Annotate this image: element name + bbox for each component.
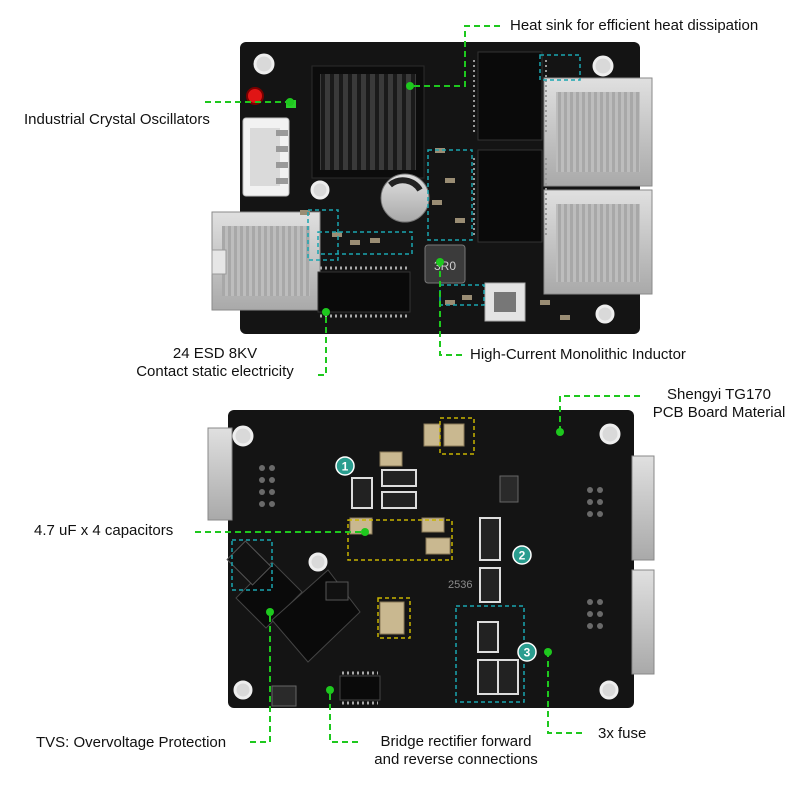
badge-number: 3: [524, 646, 531, 660]
mounting-hole: [310, 180, 330, 200]
label-heat-sink: Heat sink for efficient heat dissipation: [510, 17, 759, 34]
tvs-diode-package: [226, 540, 361, 663]
label-bridge-rectifier: Bridge rectifier forward and reverse con…: [356, 733, 556, 769]
mounting-hole: [232, 425, 254, 447]
callout-endpoints: [266, 82, 564, 694]
label-material-line2: PCB Board Material: [652, 404, 786, 421]
badge-number: 1: [342, 460, 349, 474]
label-esd: 24 ESD 8KV Contact static electricity: [110, 345, 320, 381]
badge-number: 2: [519, 549, 526, 563]
leader-inductor: [439, 262, 462, 356]
bottom-pcb-substrate: [228, 410, 634, 708]
label-tvs: TVS: Overvoltage Protection: [36, 734, 227, 751]
label-crystal-oscillators: Industrial Crystal Oscillators: [24, 111, 210, 128]
rj45-edge-right: [631, 455, 655, 561]
mounting-hole: [599, 423, 621, 445]
label-fuse: 3x fuse: [598, 725, 647, 742]
transformer-chip: [477, 149, 543, 243]
mounting-hole: [599, 680, 619, 700]
heat-sink: [311, 65, 425, 179]
label-capacitors: 4.7 uF x 4 capacitors: [34, 522, 174, 539]
label-esd-line2: Contact static electricity: [136, 363, 294, 380]
top-pcb-board: 3R0: [211, 42, 653, 334]
silkscreen-code: 2536: [448, 579, 472, 591]
bottom-pcb-board: 2536 1 2 3: [207, 410, 655, 708]
leader-fuse: [547, 652, 582, 734]
controller-chip: [484, 282, 526, 322]
pin-pads: [259, 465, 603, 629]
power-connector: [242, 117, 290, 197]
label-pcb-material: Shengyi TG170 PCB Board Material: [638, 386, 800, 422]
transformer-chip: [477, 51, 543, 141]
fuse-and-diode-parts: [351, 469, 519, 695]
label-rectifier-line1: Bridge rectifier forward: [380, 733, 532, 750]
chip-pins: [473, 60, 547, 238]
badge-1: 1: [335, 456, 355, 476]
rj45-port-left: [211, 211, 321, 311]
label-rectifier-line2: and reverse connections: [374, 751, 538, 768]
smd-transistors: [271, 475, 519, 707]
label-esd-line1: 24 ESD 8KV: [172, 345, 258, 362]
mounting-hole: [592, 55, 614, 77]
rj45-port-right-top: [543, 77, 653, 187]
leader-rectifier: [329, 690, 358, 743]
mounting-hole: [233, 680, 253, 700]
rj45-port-right-bottom: [543, 189, 653, 295]
leader-esd: [318, 312, 327, 376]
monolithic-inductor: 3R0: [424, 244, 466, 284]
electrolytic-capacitor: [380, 173, 430, 223]
mounting-hole: [595, 304, 615, 324]
rj45-edge-right: [631, 569, 655, 675]
badge-3: 3: [517, 642, 537, 662]
ceramic-capacitors: [349, 423, 465, 635]
label-material-line1: Shengyi TG170: [667, 386, 771, 403]
highlight-outlines: [307, 54, 581, 306]
label-inductor: High-Current Monolithic Inductor: [470, 346, 686, 363]
leader-tvs: [250, 612, 271, 743]
leader-material: [559, 395, 640, 432]
callout-leaders: [195, 25, 640, 743]
mounting-hole: [253, 53, 275, 75]
rj45-edge-left: [207, 427, 233, 521]
smd-components: [300, 148, 570, 320]
mounting-hole: [308, 552, 328, 572]
red-led-icon: [246, 87, 264, 105]
leader-heat-sink: [410, 25, 500, 87]
bridge-rectifier-chip: [339, 671, 381, 705]
badge-2: 2: [512, 545, 532, 565]
esd-protection-chip: [317, 266, 411, 318]
